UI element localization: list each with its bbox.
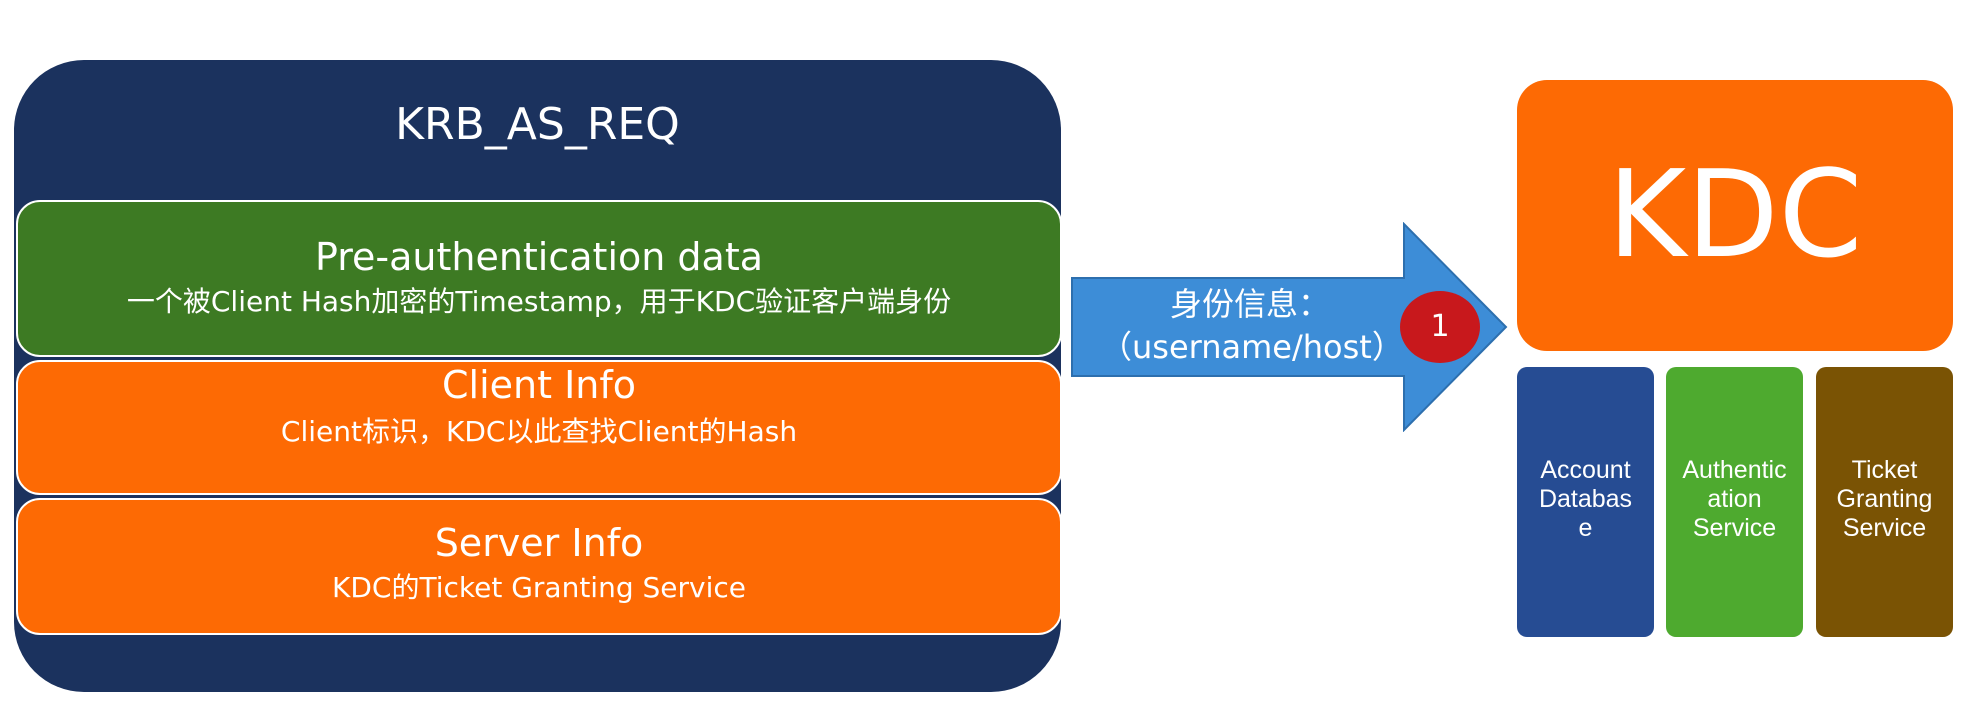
- client-info-subtitle: Client标识，KDC以此查找Client的Hash: [280, 415, 798, 448]
- step-number-badge: 1: [1400, 291, 1480, 363]
- server-info-section: Server Info KDC的Ticket Granting Service: [16, 498, 1062, 635]
- pre-auth-section: Pre-authentication data 一个被Client Hash加密…: [16, 200, 1062, 357]
- kdc-box: KDC: [1517, 80, 1953, 351]
- client-info-title: Client Info: [441, 363, 636, 407]
- account-database-line-1: Account: [1540, 456, 1631, 484]
- pre-auth-title: Pre-authentication data: [314, 235, 764, 279]
- account-database-line-3: e: [1578, 514, 1593, 542]
- authentication-service-line-2: ation: [1707, 485, 1762, 513]
- client-info-section: Client Info Client标识，KDC以此查找Client的Hash: [16, 360, 1062, 495]
- krb-as-req-title: KRB_AS_REQ: [395, 99, 680, 150]
- ticket-granting-service-line-1: Ticket: [1851, 456, 1918, 484]
- ticket-granting-service-line-2: Granting: [1836, 485, 1933, 513]
- account-database-line-2: Databas: [1538, 485, 1633, 513]
- request-arrow-icon: [1071, 222, 1508, 432]
- authentication-service-line-1: Authentic: [1682, 456, 1787, 484]
- username-host-label: （username/host）: [1100, 328, 1404, 366]
- identity-info-label: 身份信息：: [1169, 285, 1330, 323]
- server-info-title: Server Info: [434, 521, 644, 565]
- authentication-service-box: Authentic ation Service: [1666, 367, 1803, 637]
- account-database-box: Account Databas e: [1517, 367, 1654, 637]
- pre-auth-subtitle: 一个被Client Hash加密的Timestamp，用于KDC验证客户端身份: [126, 285, 952, 318]
- server-info-subtitle: KDC的Ticket Granting Service: [332, 571, 746, 604]
- authentication-service-line-3: Service: [1692, 514, 1777, 542]
- ticket-granting-service-line-3: Service: [1842, 514, 1927, 542]
- ticket-granting-service-box: Ticket Granting Service: [1816, 367, 1953, 637]
